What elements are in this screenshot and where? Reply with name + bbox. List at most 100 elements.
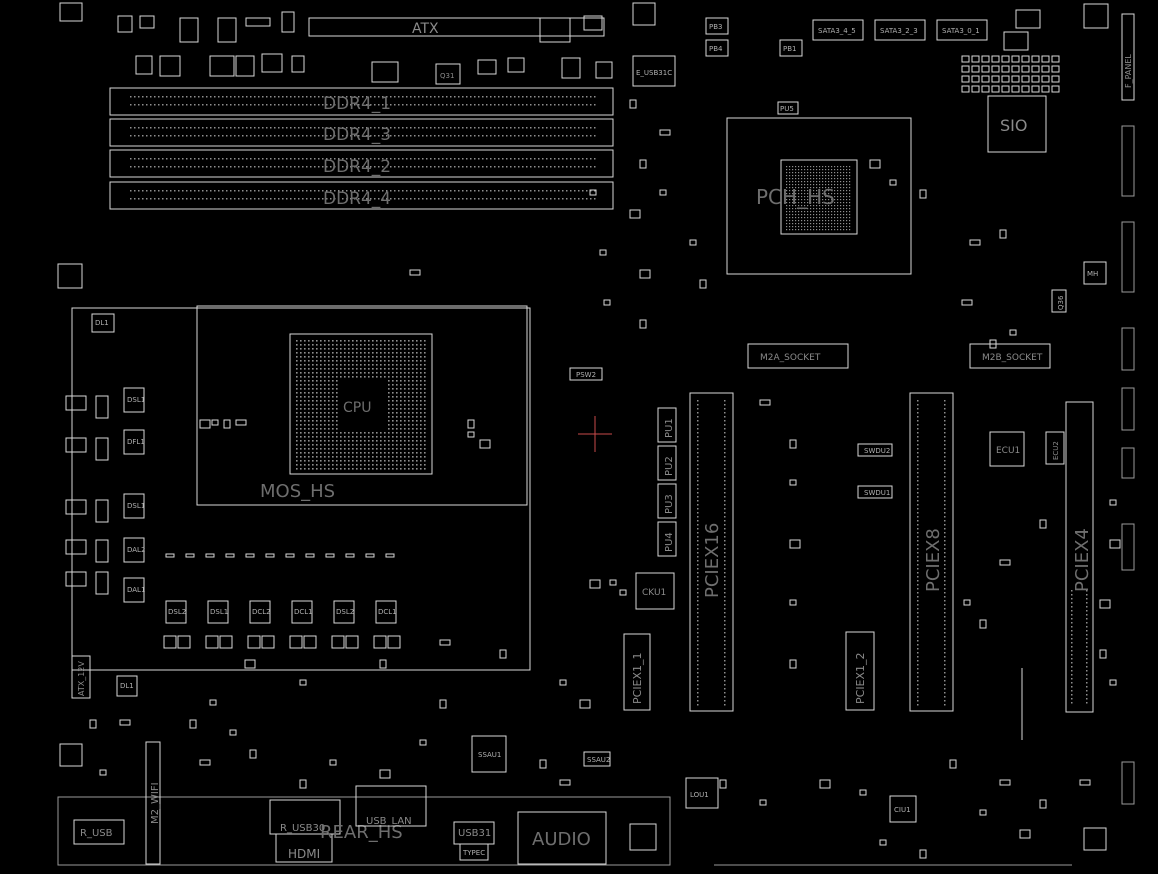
m2-wifi-label: M2_WIFI bbox=[150, 782, 161, 824]
pciex1-1-label: PCIEX1_1 bbox=[631, 652, 644, 704]
atx-connector bbox=[308, 17, 605, 37]
ciu1-label: CIU1 bbox=[894, 806, 911, 814]
pciex16-slot bbox=[689, 392, 734, 712]
pb1-header bbox=[779, 39, 803, 57]
m2a-socket bbox=[747, 343, 849, 369]
sio-label: SIO bbox=[1000, 116, 1027, 135]
vrm-inductor-label: DSL1 bbox=[127, 396, 145, 404]
f-panel-header bbox=[1121, 13, 1135, 101]
ciu1-chip bbox=[889, 795, 917, 823]
component bbox=[1003, 31, 1029, 51]
mos-hs-label: MOS_HS bbox=[260, 481, 335, 502]
pb4-header bbox=[705, 39, 729, 57]
pu3-label: PU3 bbox=[664, 494, 675, 514]
mounting-hole bbox=[1083, 827, 1107, 851]
pciex1-2-label: PCIEX1_2 bbox=[854, 652, 867, 704]
audio-label: AUDIO bbox=[532, 829, 591, 850]
pu1-part bbox=[657, 407, 677, 443]
dl1-top-label: DL1 bbox=[95, 319, 109, 327]
usb31-label: USB31 bbox=[458, 828, 491, 839]
dl1-label: DL1 bbox=[120, 682, 134, 690]
pu5-label: PU5 bbox=[780, 105, 794, 113]
r-usb-port bbox=[73, 819, 125, 845]
phase-inductor bbox=[207, 600, 229, 624]
pciex16-label: PCIEX16 bbox=[702, 523, 723, 598]
vrm-inductor-label: DAL1 bbox=[127, 586, 145, 594]
sata3-label: SATA3_0_1 bbox=[942, 27, 980, 35]
ecu1-chip bbox=[989, 431, 1025, 467]
atx-12v-label: ATX_12V bbox=[77, 661, 86, 696]
mounting-hole bbox=[1083, 3, 1109, 29]
pciex8-label: PCIEX8 bbox=[923, 528, 944, 592]
sata-connector-2 bbox=[874, 19, 926, 41]
pciex1-1-slot bbox=[623, 633, 651, 711]
pu4-label: PU4 bbox=[664, 532, 675, 552]
vrm-inductor-label: DSL1 bbox=[127, 502, 145, 510]
sata1-label: SATA3_4_5 bbox=[818, 27, 856, 35]
pb1-label: PB1 bbox=[783, 45, 796, 53]
usb-lan-label: USB_LAN bbox=[366, 816, 412, 827]
phase-inductor-label: DCL2 bbox=[252, 608, 271, 616]
usb-lan-port bbox=[355, 785, 427, 827]
mos-heatsink-outline bbox=[196, 305, 528, 506]
q36-label: Q36 bbox=[1057, 295, 1065, 310]
mounting-hole bbox=[629, 823, 657, 851]
m2a-label: M2A_SOCKET bbox=[760, 353, 821, 363]
ecu2-chip bbox=[1045, 431, 1065, 465]
ddr4-1-label: DDR4_1 bbox=[323, 94, 391, 114]
ssau2-label: SSAU2 bbox=[587, 756, 610, 764]
ecu2-label: ECU2 bbox=[1052, 441, 1060, 460]
phase-inductor bbox=[333, 600, 355, 624]
sata2-label: SATA3_2_3 bbox=[880, 27, 918, 35]
swdu1-label: SWDU1 bbox=[864, 489, 890, 497]
mh-label: MH bbox=[1087, 270, 1098, 278]
pu3-part bbox=[657, 483, 677, 519]
right-edge-headers bbox=[1121, 125, 1135, 805]
pu5-part bbox=[777, 101, 799, 115]
psw2-label: PSW2 bbox=[576, 371, 596, 379]
audio-jack bbox=[517, 811, 607, 865]
ssau1-chip bbox=[471, 735, 507, 773]
q36-part bbox=[1051, 289, 1067, 313]
rear-io-outline bbox=[57, 796, 671, 866]
atx-label: ATX bbox=[412, 21, 439, 37]
component-array bbox=[961, 55, 1060, 93]
pb4-label: PB4 bbox=[709, 45, 723, 53]
mounting-hole bbox=[1083, 261, 1107, 285]
rear-hs-label: REAR_HS bbox=[320, 822, 403, 843]
phase-inductor bbox=[165, 600, 187, 624]
ssau2-part bbox=[583, 751, 611, 767]
e-usb31c-connector bbox=[632, 55, 676, 87]
vrm-inductor bbox=[123, 537, 145, 563]
typec-label: TYPEC bbox=[462, 849, 485, 857]
ddr4-4-label: DDR4_4 bbox=[323, 189, 391, 209]
sio-chip bbox=[987, 95, 1047, 153]
pch-chip bbox=[780, 159, 858, 235]
pciex1-2-slot bbox=[845, 631, 875, 711]
hdmi-port bbox=[275, 833, 333, 863]
phase-inductor-label: DCL1 bbox=[378, 608, 397, 616]
ddr4-2-label: DDR4_2 bbox=[323, 157, 391, 177]
m2-wifi-slot bbox=[145, 741, 161, 865]
component bbox=[91, 313, 115, 333]
m2b-label: M2B_SOCKET bbox=[982, 353, 1043, 363]
dl1-part bbox=[116, 675, 138, 697]
phase-inductor-label: DSL2 bbox=[336, 608, 354, 616]
cpu-socket bbox=[289, 333, 433, 475]
pb3-header bbox=[705, 17, 729, 35]
pciex4-slot bbox=[1065, 401, 1094, 713]
swdu2-part bbox=[857, 443, 893, 457]
pch-label: PCH_HS bbox=[756, 185, 835, 209]
lou1-chip bbox=[685, 777, 719, 809]
vrm-inductor bbox=[123, 577, 145, 603]
phase-inductor-label: DSL1 bbox=[210, 608, 228, 616]
mounting-hole bbox=[632, 2, 656, 26]
vrm-inductor bbox=[123, 387, 145, 413]
typec-port bbox=[459, 843, 489, 861]
phase-inductor bbox=[375, 600, 397, 624]
mounting-hole bbox=[59, 743, 83, 767]
pu2-label: PU2 bbox=[664, 456, 675, 476]
pciex4-label: PCIEX4 bbox=[1072, 528, 1093, 592]
ssau1-label: SSAU1 bbox=[478, 751, 501, 759]
sata-connector-1 bbox=[812, 19, 864, 41]
